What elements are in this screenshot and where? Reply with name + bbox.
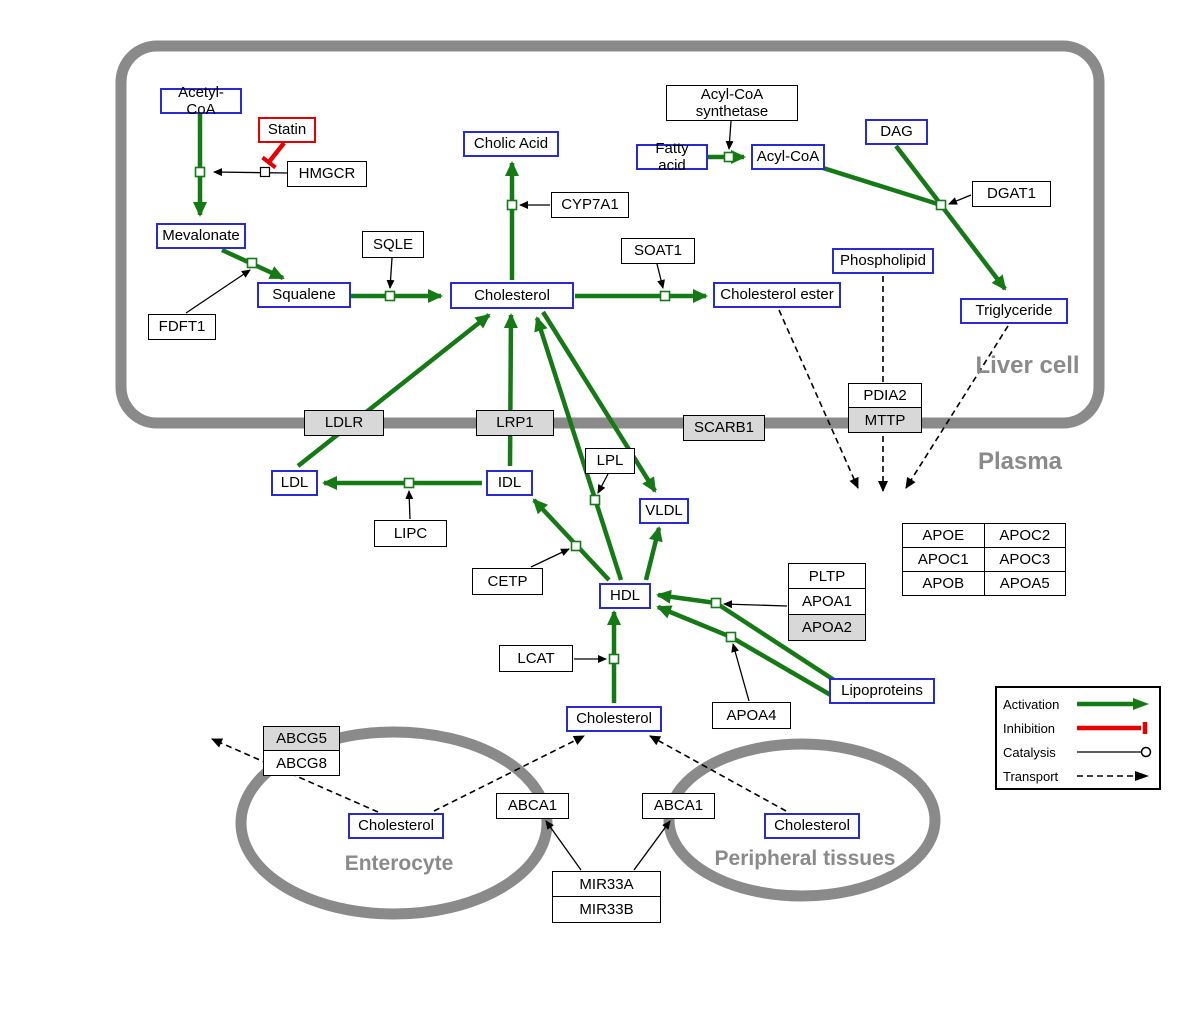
node-apoc2[interactable]: APOC2 — [984, 524, 1066, 548]
peripheral-tissues-label: Peripheral tissues — [714, 847, 896, 870]
node-lipoproteins[interactable]: Lipoproteins — [829, 678, 935, 704]
node-lcat[interactable]: LCAT — [499, 645, 573, 672]
enterocyte-label: Enterocyte — [344, 852, 454, 875]
node-lipc[interactable]: LIPC — [374, 520, 447, 547]
node-sqle[interactable]: SQLE — [362, 231, 424, 258]
legend-row-transport: Transport — [1003, 764, 1153, 788]
node-apob[interactable]: APOB — [903, 572, 985, 596]
node-acyl-coa[interactable]: Acyl-CoA — [751, 144, 825, 170]
transport-dashed-arrow-icon — [1077, 771, 1149, 781]
node-apoc3[interactable]: APOC3 — [984, 548, 1066, 572]
node-abca1-enterocyte[interactable]: ABCA1 — [496, 793, 569, 819]
node-pltp[interactable]: PLTP — [788, 563, 866, 589]
inhibition-tbar-icon — [1077, 722, 1148, 734]
transport-edges — [211, 276, 1009, 813]
node-vldl[interactable]: VLDL — [639, 498, 689, 524]
node-cholesterol-ester[interactable]: Cholesterol ester — [713, 282, 841, 308]
peripheral-tissues-membrane — [663, 738, 941, 902]
node-ldl[interactable]: LDL — [271, 470, 318, 496]
node-acyl-coa-synthetase[interactable]: Acyl-CoA synthetase — [666, 85, 798, 121]
node-mir33a[interactable]: MIR33A — [552, 871, 661, 897]
node-lrp1[interactable]: LRP1 — [476, 410, 554, 436]
legend-transport-label: Transport — [1003, 768, 1059, 784]
node-dgat1[interactable]: DGAT1 — [972, 181, 1051, 207]
node-group-abcg5-abcg8: ABCG5 ABCG8 — [263, 726, 340, 776]
node-apoa5[interactable]: APOA5 — [984, 572, 1066, 596]
legend: Activation Inhibition Catalysis Transpor… — [995, 686, 1161, 790]
legend-activation-label: Activation — [1003, 696, 1060, 712]
node-mevalonate[interactable]: Mevalonate — [156, 223, 246, 249]
node-apoa2[interactable]: APOA2 — [788, 615, 866, 641]
node-abcg8[interactable]: ABCG8 — [263, 751, 340, 776]
legend-row-activation: Activation — [1003, 692, 1153, 716]
node-hdl[interactable]: HDL — [599, 583, 651, 609]
node-mttp[interactable]: MTTP — [848, 408, 922, 433]
legend-row-inhibition: Inhibition — [1003, 716, 1153, 740]
node-acetyl-coa[interactable]: Acetyl-CoA — [160, 84, 242, 118]
node-cetp[interactable]: CETP — [472, 568, 543, 595]
node-pdia2[interactable]: PDIA2 — [848, 383, 922, 408]
node-soat1[interactable]: SOAT1 — [621, 238, 695, 264]
node-apoe[interactable]: APOE — [903, 524, 985, 548]
legend-catalysis-label: Catalysis — [1003, 744, 1056, 760]
node-apoc1[interactable]: APOC1 — [903, 548, 985, 572]
node-apoa4[interactable]: APOA4 — [712, 702, 791, 729]
apolipoprotein-table: APOE APOC2 APOC1 APOC3 APOB APOA5 — [902, 523, 1066, 596]
node-cyp7a1[interactable]: CYP7A1 — [551, 192, 629, 218]
node-hmgcr[interactable]: HMGCR — [287, 161, 367, 187]
liver-cell-membrane — [115, 40, 1105, 429]
node-cholesterol-peripheral[interactable]: Cholesterol — [764, 813, 860, 839]
node-cholesterol-liver[interactable]: Cholesterol — [450, 282, 574, 309]
statin-target-anchor — [259, 166, 271, 178]
node-squalene[interactable]: Squalene — [257, 282, 351, 308]
liver-cell-label: Liver cell — [975, 352, 1080, 379]
node-lpl[interactable]: LPL — [585, 448, 635, 474]
node-phospholipid[interactable]: Phospholipid — [832, 248, 934, 274]
node-cholic-acid[interactable]: Cholic Acid — [463, 131, 559, 157]
node-cholesterol-plasma[interactable]: Cholesterol — [566, 706, 662, 732]
node-triglyceride[interactable]: Triglyceride — [960, 298, 1068, 324]
node-apoa1[interactable]: APOA1 — [788, 589, 866, 615]
node-statin[interactable]: Statin — [258, 117, 316, 143]
node-scarb1[interactable]: SCARB1 — [683, 415, 765, 441]
node-group-pdia2-mttp: PDIA2 MTTP — [848, 383, 922, 433]
node-abca1-peripheral[interactable]: ABCA1 — [642, 793, 715, 819]
legend-row-catalysis: Catalysis — [1003, 740, 1153, 764]
node-dag[interactable]: DAG — [865, 119, 928, 145]
reaction-node-squares — [194, 151, 947, 665]
node-idl[interactable]: IDL — [486, 470, 533, 496]
node-abcg5[interactable]: ABCG5 — [263, 726, 340, 751]
catalysis-circle-icon — [1077, 746, 1152, 758]
compartment-shapes — [115, 40, 1105, 920]
plasma-label: Plasma — [977, 448, 1063, 475]
node-group-mir33a-mir33b: MIR33A MIR33B — [552, 871, 661, 923]
node-fdft1[interactable]: FDFT1 — [148, 314, 216, 340]
node-ldlr[interactable]: LDLR — [304, 410, 384, 436]
node-group-pltp-apoa1-apoa2: PLTP APOA1 APOA2 — [788, 563, 866, 641]
activation-arrow-icon — [1077, 698, 1149, 710]
node-cholesterol-enterocyte[interactable]: Cholesterol — [348, 813, 444, 839]
node-fatty-acid[interactable]: Fatty acid — [636, 140, 708, 174]
node-mir33b[interactable]: MIR33B — [552, 897, 661, 923]
legend-inhibition-label: Inhibition — [1003, 720, 1056, 736]
inhibition-edge-statin-hmgcr — [261, 141, 286, 170]
catalysis-edges — [185, 120, 972, 871]
